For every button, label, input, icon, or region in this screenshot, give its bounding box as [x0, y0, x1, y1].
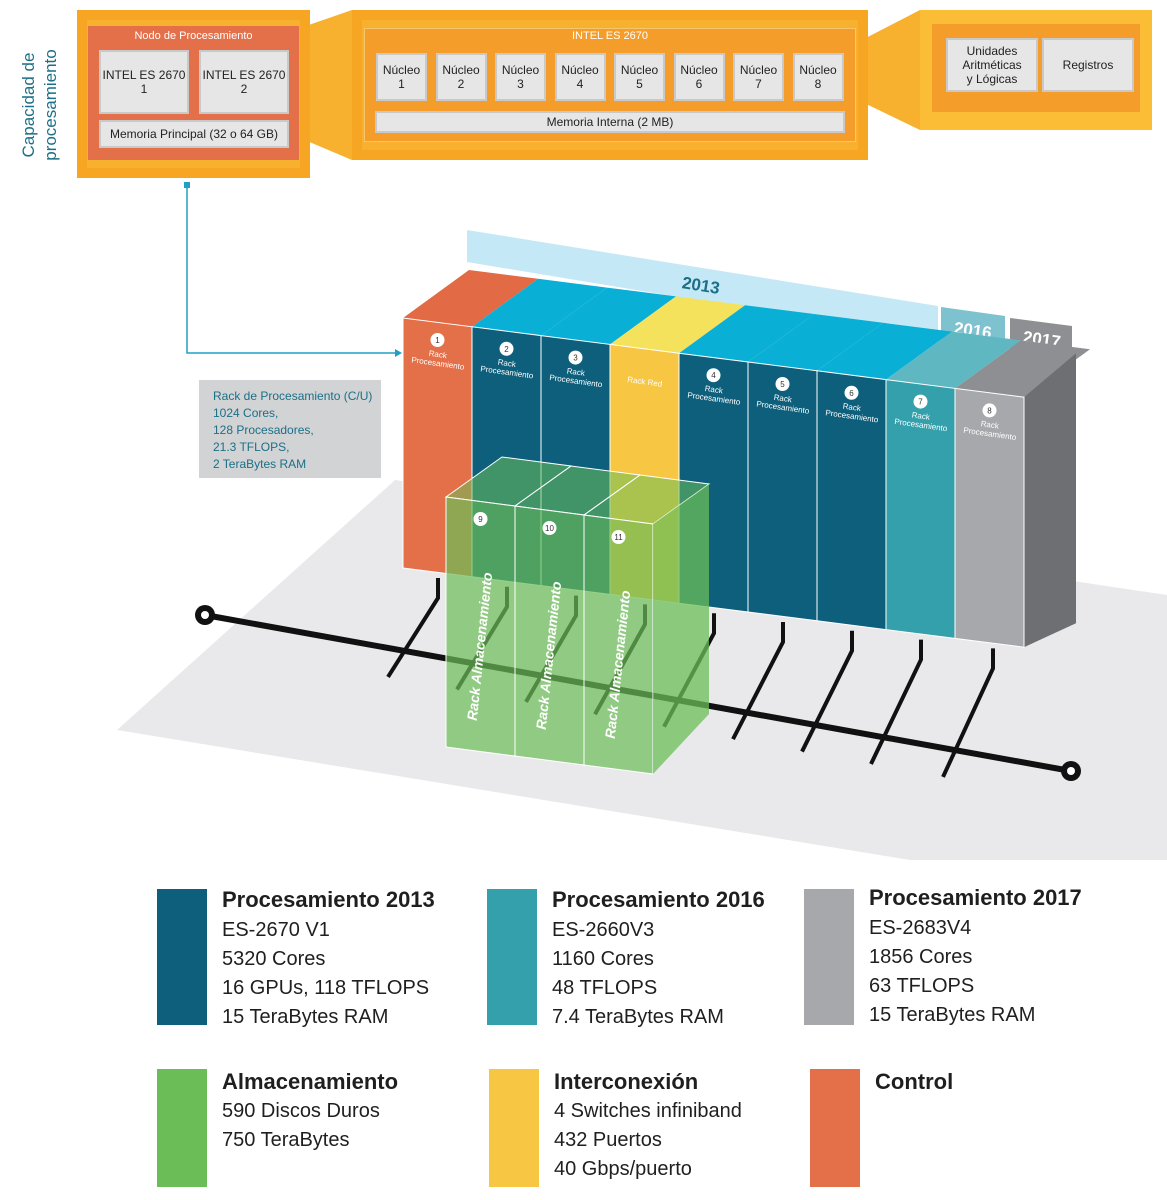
cpu-core-8: Núcleo 8 [792, 53, 844, 101]
rack-label: Rack [911, 410, 931, 422]
rack-label: Rack [704, 384, 724, 396]
rack-number: 4 [711, 371, 716, 380]
rack-label: Rack [842, 402, 862, 414]
legend-storage-line: 590 Discos Duros [222, 1100, 380, 1122]
rack-number-badge [913, 394, 928, 409]
node-to-rack-arrow [186, 186, 395, 354]
cpu-title: INTEL ES 2670 [571, 30, 649, 42]
legend-2013-line: ES-2670 V1 [222, 919, 330, 941]
legend-title-control: Control [875, 1069, 954, 1094]
rack-info-cores: 1024 Cores, [213, 406, 279, 420]
rack-number: 5 [780, 380, 785, 389]
legend-title-2013: Procesamiento 2013 [222, 887, 435, 912]
rack-info-ram: 2 TeraBytes RAM [213, 457, 307, 471]
legend-2017-line: ES-2683V4 [869, 917, 972, 939]
core-box: Unidades Aritméticas y Lógicas Registros [920, 10, 1152, 130]
bus-drop-line [800, 630, 854, 753]
rack-label: Rack [497, 358, 517, 370]
legend-title-storage: Almacenamiento [222, 1069, 399, 1094]
legend-2013-line: 15 TeraBytes RAM [222, 1006, 389, 1028]
cpu-core-2: Núcleo 2 [435, 53, 487, 101]
rack-info-title: Rack de Procesamiento (C/U) [213, 389, 373, 403]
legend-title-2016: Procesamiento 2016 [552, 887, 765, 912]
legend-network-line: 4 Switches infiniband [554, 1100, 742, 1122]
node-title: Nodo de Procesamiento [134, 30, 253, 42]
rack-label: Rack [773, 393, 793, 405]
core-inner: Unidades Aritméticas y Lógicas Registros [932, 24, 1140, 112]
zoom-connectors [300, 10, 920, 160]
rack-number: 7 [918, 398, 923, 407]
rack-number-badge [706, 368, 721, 383]
node-memory: Memoria Principal (32 o 64 GB) [99, 120, 289, 148]
cpu-core-4: Núcleo 4 [554, 53, 606, 101]
rack-number: 2 [504, 345, 509, 354]
legend-2017-line: 63 TFLOPS [869, 975, 975, 997]
rack-diagram: 2013 2016 2017 1RackProcesamiento2RackPr… [117, 182, 1167, 860]
bus-drop-line [869, 639, 923, 765]
node-cpu-2: INTEL ES 2670 2 [199, 50, 289, 114]
alu-box: Unidades Aritméticas y Lógicas [946, 38, 1038, 92]
bus-drop-line [386, 578, 440, 679]
legend-swatch-control [810, 1069, 860, 1187]
legend-swatch-2013 [157, 889, 207, 1025]
storage-number: 11 [614, 533, 623, 542]
legend-2017-line: 1856 Cores [869, 946, 973, 968]
cpu-core-7: Núcleo 7 [733, 53, 784, 101]
rack-label: Rack [980, 419, 1000, 431]
node-cpu-1: INTEL ES 2670 1 [99, 50, 189, 114]
rack-number-badge [499, 341, 514, 356]
bus-drop-line [941, 648, 995, 778]
legend-2016-line: 48 TFLOPS [552, 977, 658, 999]
rack-number-badge [568, 350, 583, 365]
cpu-memory: Memoria Interna (2 MB) [375, 111, 845, 133]
rack-number-badge [775, 377, 790, 391]
legend-title-2017: Procesamiento 2017 [869, 885, 1082, 910]
legend-storage-line: 750 TeraBytes [222, 1129, 350, 1151]
legend-swatch-2017 [804, 889, 854, 1025]
registers-box: Registros [1042, 38, 1134, 92]
rack-number: 8 [987, 406, 992, 415]
bus-drop-line [731, 622, 785, 741]
legend-network-line: 40 Gbps/puerto [554, 1158, 692, 1180]
storage-side [653, 484, 709, 774]
cpu-core-3: Núcleo 3 [495, 53, 546, 101]
rack-info-tflops: 21.3 TFLOPS, [213, 440, 290, 454]
rack-number: 6 [849, 389, 854, 398]
cpu-core-1: Núcleo 1 [376, 53, 427, 101]
legend-title-network: Interconexión [554, 1069, 699, 1094]
rack-label: Rack [566, 366, 586, 378]
cpu-core-5: Núcleo 5 [614, 53, 665, 101]
legend-2016-line: 7.4 TeraBytes RAM [552, 1006, 724, 1028]
legend-2017-line: 15 TeraBytes RAM [869, 1004, 1036, 1026]
legend-swatch-network [489, 1069, 539, 1187]
legend-swatch-2016 [487, 889, 537, 1025]
rack-number-badge [430, 333, 445, 347]
storage-number: 9 [478, 515, 483, 524]
node-inner: Nodo de Procesamiento INTEL ES 2670 1 IN… [88, 26, 299, 160]
legend-2016-line: ES-2660V3 [552, 919, 655, 941]
legend-network-line: 432 Puertos [554, 1129, 662, 1151]
storage-number: 10 [545, 524, 554, 533]
rack-number: 1 [435, 336, 440, 345]
rack-info-box: Rack de Procesamiento (C/U) 1024 Cores, … [199, 380, 381, 478]
rack-number: 3 [573, 354, 578, 363]
legend-swatch-storage [157, 1069, 207, 1187]
legend-2013-line: 16 GPUs, 118 TFLOPS [222, 977, 430, 999]
legend-2013-line: 5320 Cores [222, 948, 326, 970]
rack-info-processors: 128 Procesadores, [213, 423, 314, 437]
rack-label: Rack [428, 349, 448, 361]
rack-number-badge [982, 403, 997, 418]
legend-2016-line: 1160 Cores [552, 948, 654, 970]
node-box: Nodo de Procesamiento INTEL ES 2670 1 IN… [77, 10, 310, 178]
year-banner-2013: 2013 [467, 230, 938, 340]
rack-number-badge [844, 385, 859, 400]
cpu-core-6: Núcleo 6 [673, 53, 725, 101]
